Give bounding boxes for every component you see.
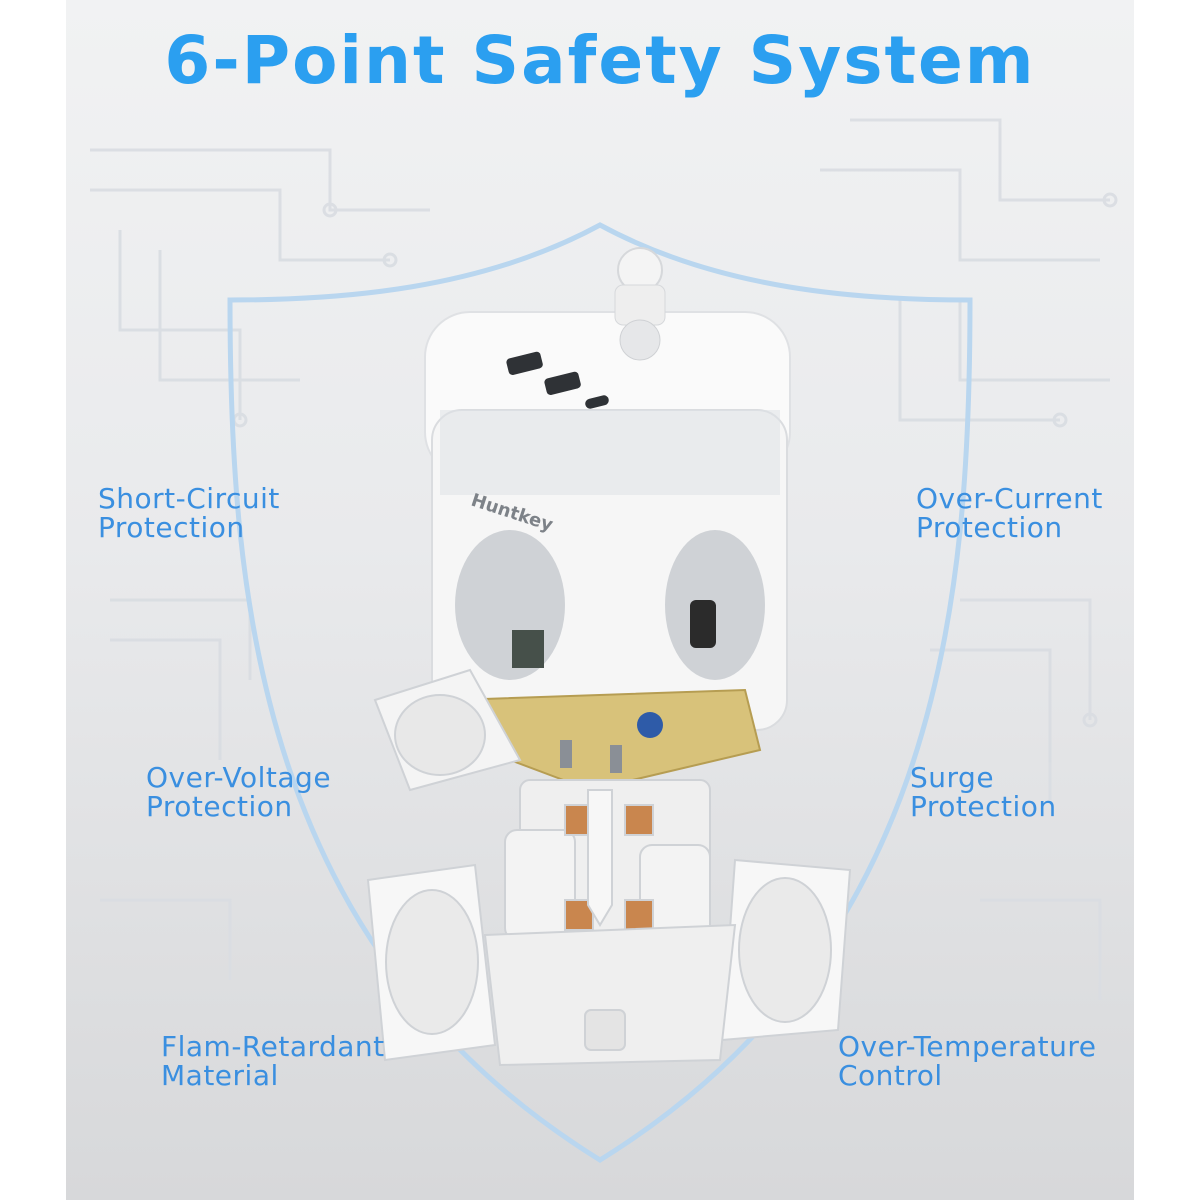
shield-outline — [227, 222, 973, 1163]
socket-opening-left — [455, 530, 565, 680]
feature-line: Material — [161, 1059, 279, 1092]
circuit-pattern — [90, 118, 1118, 1000]
feature-line: Protection — [910, 790, 1057, 823]
usb-c-port — [585, 395, 609, 409]
feature-line: Surge — [910, 761, 995, 794]
feature-line: Short-Circuit — [98, 482, 280, 515]
feature-over-current: Over-Current Protection — [916, 484, 1103, 542]
feature-surge: Surge Protection — [910, 763, 1057, 821]
feature-line: Protection — [98, 511, 245, 544]
feature-line: Flam-Retardant — [161, 1030, 385, 1063]
usb-a-port-1 — [506, 351, 543, 375]
socket-right — [720, 858, 852, 1042]
socket-left — [366, 863, 497, 1062]
feature-over-voltage: Over-Voltage Protection — [146, 763, 331, 821]
feature-line: Over-Current — [916, 482, 1103, 515]
power-cube: Huntkey — [424, 247, 791, 731]
feature-line: Protection — [916, 511, 1063, 544]
feature-line: Protection — [146, 790, 293, 823]
feature-flame-retardant: Flam-Retardant Material — [161, 1032, 385, 1090]
feature-line: Over-Temperature — [838, 1030, 1097, 1063]
feature-over-temperature: Over-Temperature Control — [838, 1032, 1096, 1090]
feature-line: Over-Voltage — [146, 761, 332, 794]
base-plate — [483, 923, 737, 1067]
usb-a-port-2 — [544, 371, 581, 395]
socket-back-left — [373, 668, 522, 792]
feature-short-circuit: Short-Circuit Protection — [98, 484, 280, 542]
circuit-board — [453, 688, 762, 792]
feature-line: Control — [838, 1059, 943, 1092]
page-title: 6-Point Safety System — [164, 22, 1036, 99]
